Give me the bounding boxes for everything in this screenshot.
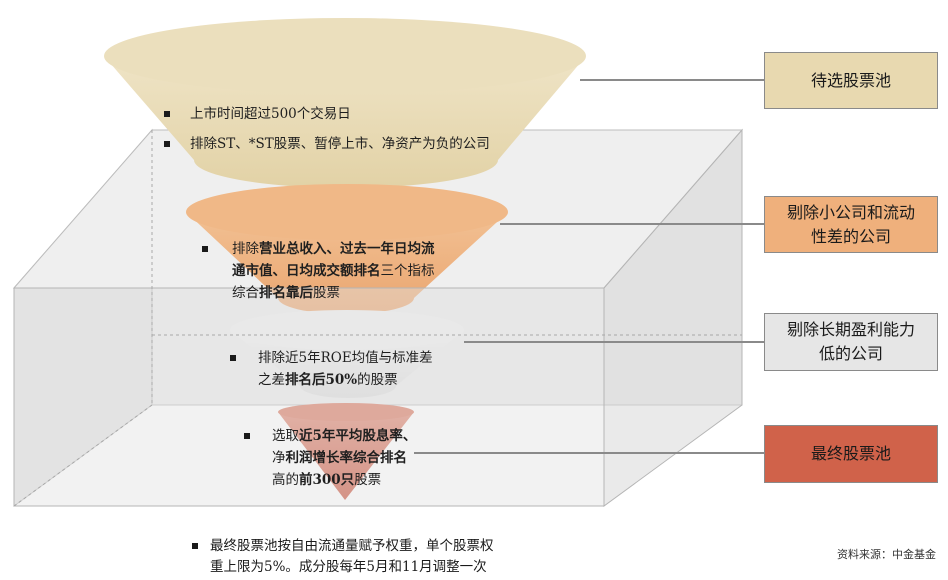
bullet-icon	[192, 543, 198, 549]
footnote-line: 重上限为5%。成分股每年5月和11月调整一次	[210, 559, 487, 575]
bullet-icon	[244, 433, 250, 439]
criterion-text-bold: 排名后50%	[285, 372, 358, 388]
label-text: 最终股票池	[810, 444, 891, 463]
criterion-text-bold: 前300只	[299, 472, 355, 488]
criterion-text: 上市时间超过500个交易日	[190, 106, 351, 122]
stage-2-criteria: 排除营业总收入、过去一年日均流 通市值、日均成交额排名三个指标 综合排名靠后股票	[202, 238, 435, 304]
label-final-pool: 最终股票池	[764, 425, 938, 483]
criterion-line: 上市时间超过500个交易日	[164, 103, 490, 125]
criterion-line: 排除ST、*ST股票、暂停上市、净资产为负的公司	[164, 133, 490, 155]
criterion-text: 股票	[313, 285, 340, 301]
criterion-text: 的股票	[357, 372, 398, 388]
criterion-text-bold: 排名靠后	[259, 285, 313, 301]
criterion-line: 高的前300只股票	[272, 469, 416, 491]
criterion-text: 高的	[272, 472, 299, 488]
bullet-icon	[230, 355, 236, 361]
criterion-line: 排除近5年ROE均值与标准差	[258, 347, 433, 369]
criterion-text: 股票	[354, 472, 382, 488]
criterion-text-bold: 通市值、日均成交额排名	[232, 263, 381, 279]
stage-1-criteria: 上市时间超过500个交易日 排除ST、*ST股票、暂停上市、净资产为负的公司	[164, 103, 490, 155]
criterion-text: 排除近5年ROE均值与标准差	[258, 350, 433, 366]
bullet-icon	[164, 141, 170, 147]
criterion-text: 选取	[272, 428, 299, 444]
label-text-line: 剔除长期盈利能力	[786, 320, 915, 339]
criterion-text-bold: 利润增长率综合排名	[285, 450, 408, 466]
funnel-stage-1	[104, 18, 586, 188]
bullet-icon	[164, 111, 170, 117]
funnel-stage-3	[230, 310, 464, 398]
label-text-line: 低的公司	[818, 344, 883, 363]
footnote-line: 最终股票池按自由流通量赋予权重，单个股票权	[210, 538, 494, 554]
criterion-line: 净利润增长率综合排名	[272, 447, 416, 469]
criterion-text: 之差	[258, 372, 285, 388]
label-text: 待选股票池	[810, 70, 891, 90]
footnote: 最终股票池按自由流通量赋予权重，单个股票权 重上限为5%。成分股每年5月和11月…	[192, 536, 494, 578]
criterion-text: 排除ST、*ST股票、暂停上市、净资产为负的公司	[190, 136, 490, 152]
criterion-line: 选取近5年平均股息率、	[272, 425, 416, 447]
criterion-text: 综合	[232, 285, 259, 301]
label-exclude-low-profitability: 剔除长期盈利能力 低的公司	[764, 313, 938, 371]
funnel-stage-2	[186, 184, 508, 314]
label-text-line: 剔除小公司和流动	[786, 202, 915, 222]
criterion-text: 三个指标	[380, 263, 435, 279]
criterion-text: 排除	[232, 241, 259, 257]
criterion-text-bold: 营业总收入、过去一年日均流	[259, 241, 435, 257]
label-candidate-pool: 待选股票池	[764, 52, 938, 109]
criterion-line: 综合排名靠后股票	[232, 282, 435, 304]
bullet-icon	[202, 246, 208, 252]
connectors	[414, 79, 764, 454]
stage-4-criteria: 选取近5年平均股息率、 净利润增长率综合排名 高的前300只股票	[244, 425, 416, 491]
funnel-stage-4	[278, 403, 414, 500]
source-note: 资料来源：中金基金	[837, 548, 936, 561]
criterion-text-bold: 近5年平均股息率、	[299, 428, 417, 444]
criterion-line: 排除营业总收入、过去一年日均流	[232, 238, 435, 260]
criterion-line: 之差排名后50%的股票	[258, 369, 433, 391]
box-hidden-edge-diagonal	[13, 404, 153, 507]
label-exclude-small-illiquid: 剔除小公司和流动 性差的公司	[764, 196, 938, 253]
label-text-line: 性差的公司	[810, 226, 891, 246]
stage-3-criteria: 排除近5年ROE均值与标准差 之差排名后50%的股票	[230, 347, 433, 391]
criterion-line: 通市值、日均成交额排名三个指标	[232, 260, 435, 282]
criterion-text: 净	[272, 450, 286, 466]
box-3d-front	[13, 128, 743, 507]
